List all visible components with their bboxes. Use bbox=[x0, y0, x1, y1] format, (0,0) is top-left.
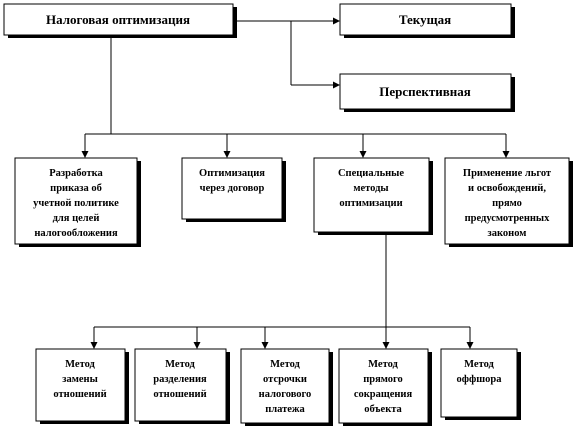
node-m-defer-line-3: налогового bbox=[259, 389, 312, 400]
arrowhead-order bbox=[81, 151, 89, 158]
node-m-defer-line-1: Метод bbox=[270, 359, 300, 370]
node-special-line-1: Специальные bbox=[338, 168, 404, 179]
node-method-offshore: Метод оффшора bbox=[440, 348, 521, 420]
node-m-replace-line-1: Метод bbox=[65, 359, 95, 370]
node-benefits-line-3: прямо bbox=[492, 198, 522, 209]
node-order-line-2: приказа об bbox=[50, 183, 102, 194]
node-root-label: Налоговая оптимизация bbox=[46, 12, 190, 27]
node-m-replace-line-3: отношений bbox=[53, 389, 106, 400]
node-order-line-3: учетной политике bbox=[33, 198, 119, 209]
node-accounting-policy-order: Разработка приказа об учетной политике д… bbox=[14, 157, 141, 247]
node-method-deferral: Метод отсрочки налогового платежа bbox=[240, 348, 333, 426]
node-current: Текущая bbox=[339, 3, 515, 38]
node-contract-line-2: через договор bbox=[200, 183, 265, 194]
node-perspective-label: Перспективная bbox=[379, 84, 471, 99]
arrowhead-m-defer bbox=[261, 342, 269, 349]
node-special-methods: Специальные методы оптимизации bbox=[313, 157, 433, 235]
node-method-separation: Метод разделения отношений bbox=[134, 348, 230, 424]
node-benefits-line-4: предусмотренных bbox=[465, 213, 551, 224]
arrowhead-m-offshore bbox=[466, 342, 474, 349]
connectors bbox=[81, 17, 510, 349]
node-special-line-2: методы bbox=[353, 183, 388, 194]
arrowhead-benefits bbox=[502, 151, 510, 158]
node-m-split-line-1: Метод bbox=[165, 359, 195, 370]
arrowhead-m-split bbox=[193, 342, 201, 349]
node-m-defer-line-2: отсрочки bbox=[263, 374, 307, 385]
node-contract-line-1: Оптимизация bbox=[199, 168, 265, 179]
node-contract-optimization: Оптимизация через договор bbox=[181, 157, 286, 222]
node-root: Налоговая оптимизация bbox=[3, 3, 237, 38]
node-benefits-line-2: и освобождений, bbox=[468, 183, 546, 194]
node-benefits-line-1: Применение льгот bbox=[463, 168, 552, 179]
node-m-offshore-line-2: оффшора bbox=[457, 374, 503, 385]
node-special-line-3: оптимизации bbox=[339, 198, 402, 209]
arrowhead-m-reduce bbox=[382, 342, 390, 349]
node-method-direct-reduction: Метод прямого сокращения объекта bbox=[338, 348, 432, 426]
node-order-line-4: для целей bbox=[53, 213, 100, 224]
node-current-label: Текущая bbox=[399, 12, 451, 27]
node-benefits-line-5: законом bbox=[488, 228, 527, 239]
node-m-offshore-line-1: Метод bbox=[464, 359, 494, 370]
node-m-reduce-line-2: прямого bbox=[363, 374, 403, 385]
node-m-reduce-line-4: объекта bbox=[364, 404, 402, 415]
node-method-replacement: Метод замены отношений bbox=[35, 348, 129, 424]
arrowhead-m-replace bbox=[90, 342, 98, 349]
node-m-reduce-line-3: сокращения bbox=[354, 389, 413, 400]
arrowhead-current bbox=[333, 17, 340, 25]
arrowhead-perspective bbox=[333, 81, 340, 89]
node-perspective: Перспективная bbox=[339, 73, 515, 112]
arrowhead-contract bbox=[223, 151, 231, 158]
node-order-line-5: налогообложения bbox=[34, 228, 118, 239]
node-m-split-line-2: разделения bbox=[153, 374, 207, 385]
node-m-reduce-line-1: Метод bbox=[368, 359, 398, 370]
node-m-split-line-3: отношений bbox=[153, 389, 206, 400]
arrowhead-special bbox=[359, 151, 367, 158]
node-benefits-exemptions: Применение льгот и освобождений, прямо п… bbox=[444, 157, 573, 247]
node-m-defer-line-4: платежа bbox=[265, 404, 305, 415]
node-m-replace-line-2: замены bbox=[62, 374, 98, 385]
node-order-line-1: Разработка bbox=[49, 168, 103, 179]
